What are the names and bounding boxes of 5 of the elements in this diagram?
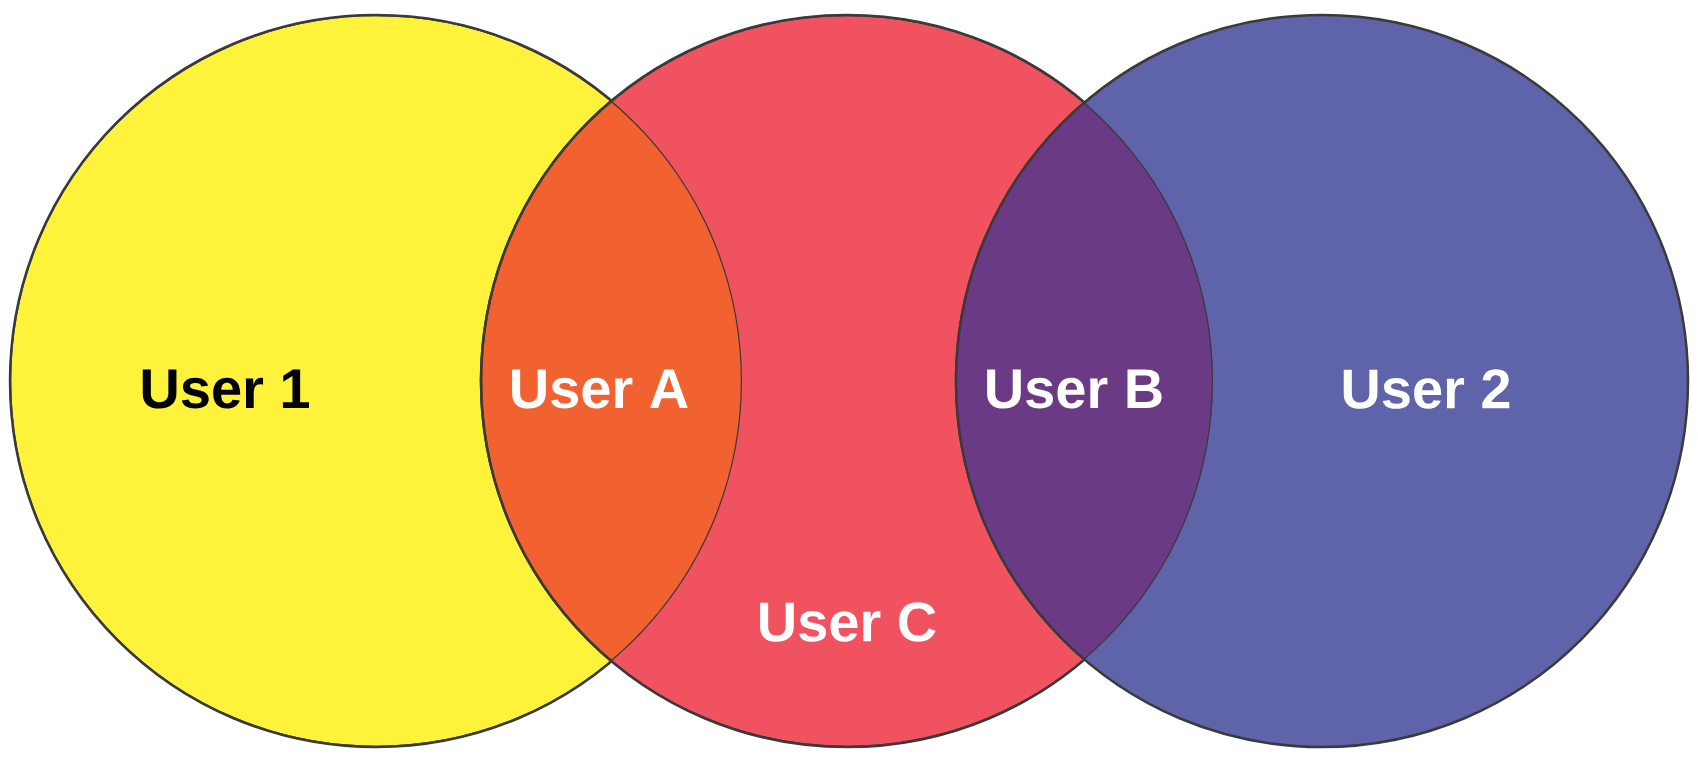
circle-label: User 2 [1343,369,1510,409]
circle-label: User 1 [142,369,309,409]
circle-label: User C [760,602,936,642]
overlap-label: User B [987,369,1162,409]
overlap-label: User A [512,369,688,409]
